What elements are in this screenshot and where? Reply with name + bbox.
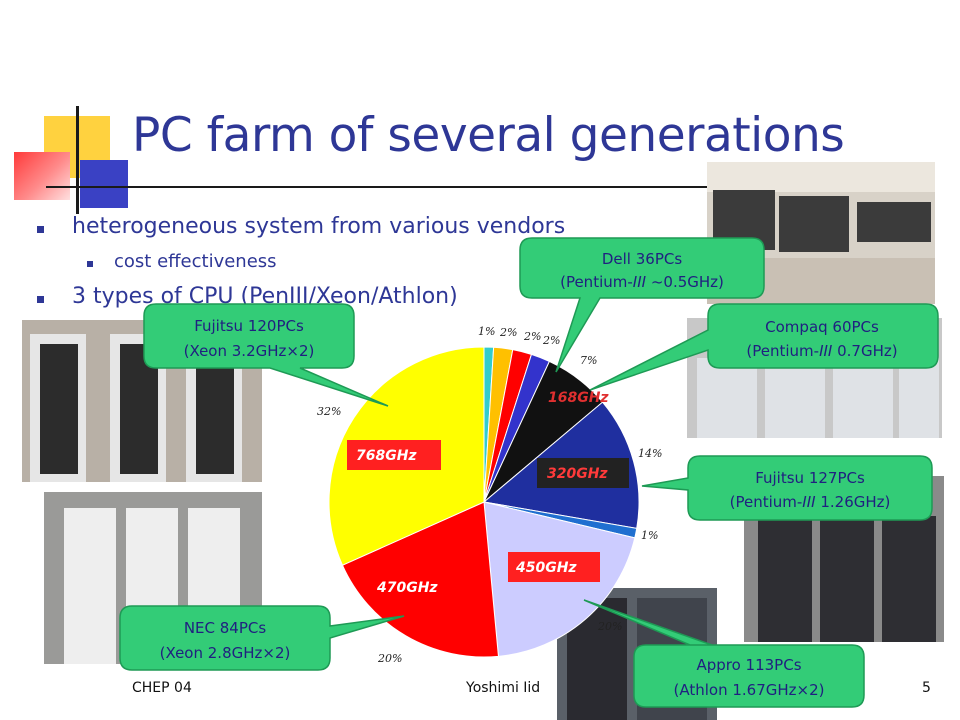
bullet-marker [37, 226, 44, 233]
svg-text:Fujitsu 120PCs: Fujitsu 120PCs [194, 317, 304, 335]
slide-title: PC farm of several generations [132, 108, 845, 163]
photo-fujitsu-120-racks [22, 320, 262, 482]
pct-label: 20% [597, 620, 622, 633]
callout-dell: Dell 36PCs (Pentium-III ~0.5GHz) [519, 237, 765, 373]
pct-label: 2% [499, 326, 517, 339]
ghz-label-450: 450GHz [515, 560, 577, 576]
bullet-text: heterogeneous system from various vendor… [72, 214, 566, 239]
svg-text:(Pentium-III 0.7GHz): (Pentium-III 0.7GHz) [746, 342, 897, 360]
bullet-marker [37, 296, 44, 303]
svg-text:(Xeon 3.2GHz×2): (Xeon 3.2GHz×2) [184, 342, 315, 360]
svg-text:Dell 36PCs: Dell 36PCs [602, 250, 682, 268]
pct-label: 2% [542, 334, 560, 347]
pct-label: 20% [377, 652, 402, 665]
photo-dell-server-room [707, 162, 935, 304]
pct-label: 32% [317, 405, 341, 418]
decor-title-underline [46, 186, 906, 188]
svg-text:Fujitsu 127PCs: Fujitsu 127PCs [755, 469, 865, 487]
pct-label: 1% [478, 325, 495, 338]
svg-text:(Xeon 2.8GHz×2): (Xeon 2.8GHz×2) [160, 644, 291, 662]
ghz-label-320-bg [537, 458, 629, 488]
pie-slice [341, 501, 499, 658]
svg-text:(Pentium-III ~0.5GHz): (Pentium-III ~0.5GHz) [560, 273, 724, 291]
callout-fujitsu-127: Fujitsu 127PCs (Pentium-III 1.26GHz) [641, 455, 933, 521]
bullet-text: cost effectiveness [114, 251, 277, 272]
pct-label: 7% [580, 354, 597, 367]
callout-nec: NEC 84PCs (Xeon 2.8GHz×2) [119, 605, 405, 671]
pct-label: 2% [523, 330, 541, 343]
ghz-label-768-bg [347, 440, 441, 470]
callout-compaq: Compaq 60PCs (Pentium-III 0.7GHz) [589, 303, 939, 391]
callout-fujitsu-120: Fujitsu 120PCs (Xeon 3.2GHz×2) [143, 303, 389, 407]
pct-label: 1% [641, 529, 658, 542]
ghz-label-168: 168GHz [548, 390, 609, 406]
ghz-label-470: 470GHz [376, 580, 438, 596]
svg-text:(Athlon 1.67GHz×2): (Athlon 1.67GHz×2) [674, 681, 825, 699]
footer-center: Yoshimi Iid [466, 680, 541, 696]
svg-text:Compaq 60PCs: Compaq 60PCs [765, 318, 879, 336]
bullet-marker [87, 261, 93, 267]
decor-vertical-line [76, 106, 79, 214]
svg-text:(Pentium-III 1.26GHz): (Pentium-III 1.26GHz) [730, 493, 891, 511]
ghz-label-768: 768GHz [356, 448, 417, 464]
ghz-label-320: 320GHz [547, 466, 608, 482]
callout-appro: Appro 113PCs (Athlon 1.67GHz×2) [583, 599, 865, 708]
pct-label: 14% [638, 447, 662, 460]
ghz-label-450-bg [508, 552, 600, 582]
svg-text:NEC 84PCs: NEC 84PCs [184, 619, 267, 637]
footer-page-number: 5 [922, 680, 931, 696]
svg-text:Appro 113PCs: Appro 113PCs [696, 656, 801, 674]
footer-left: CHEP 04 [132, 680, 192, 696]
decor-blue-square [80, 160, 128, 208]
decor-red-square [14, 152, 70, 200]
